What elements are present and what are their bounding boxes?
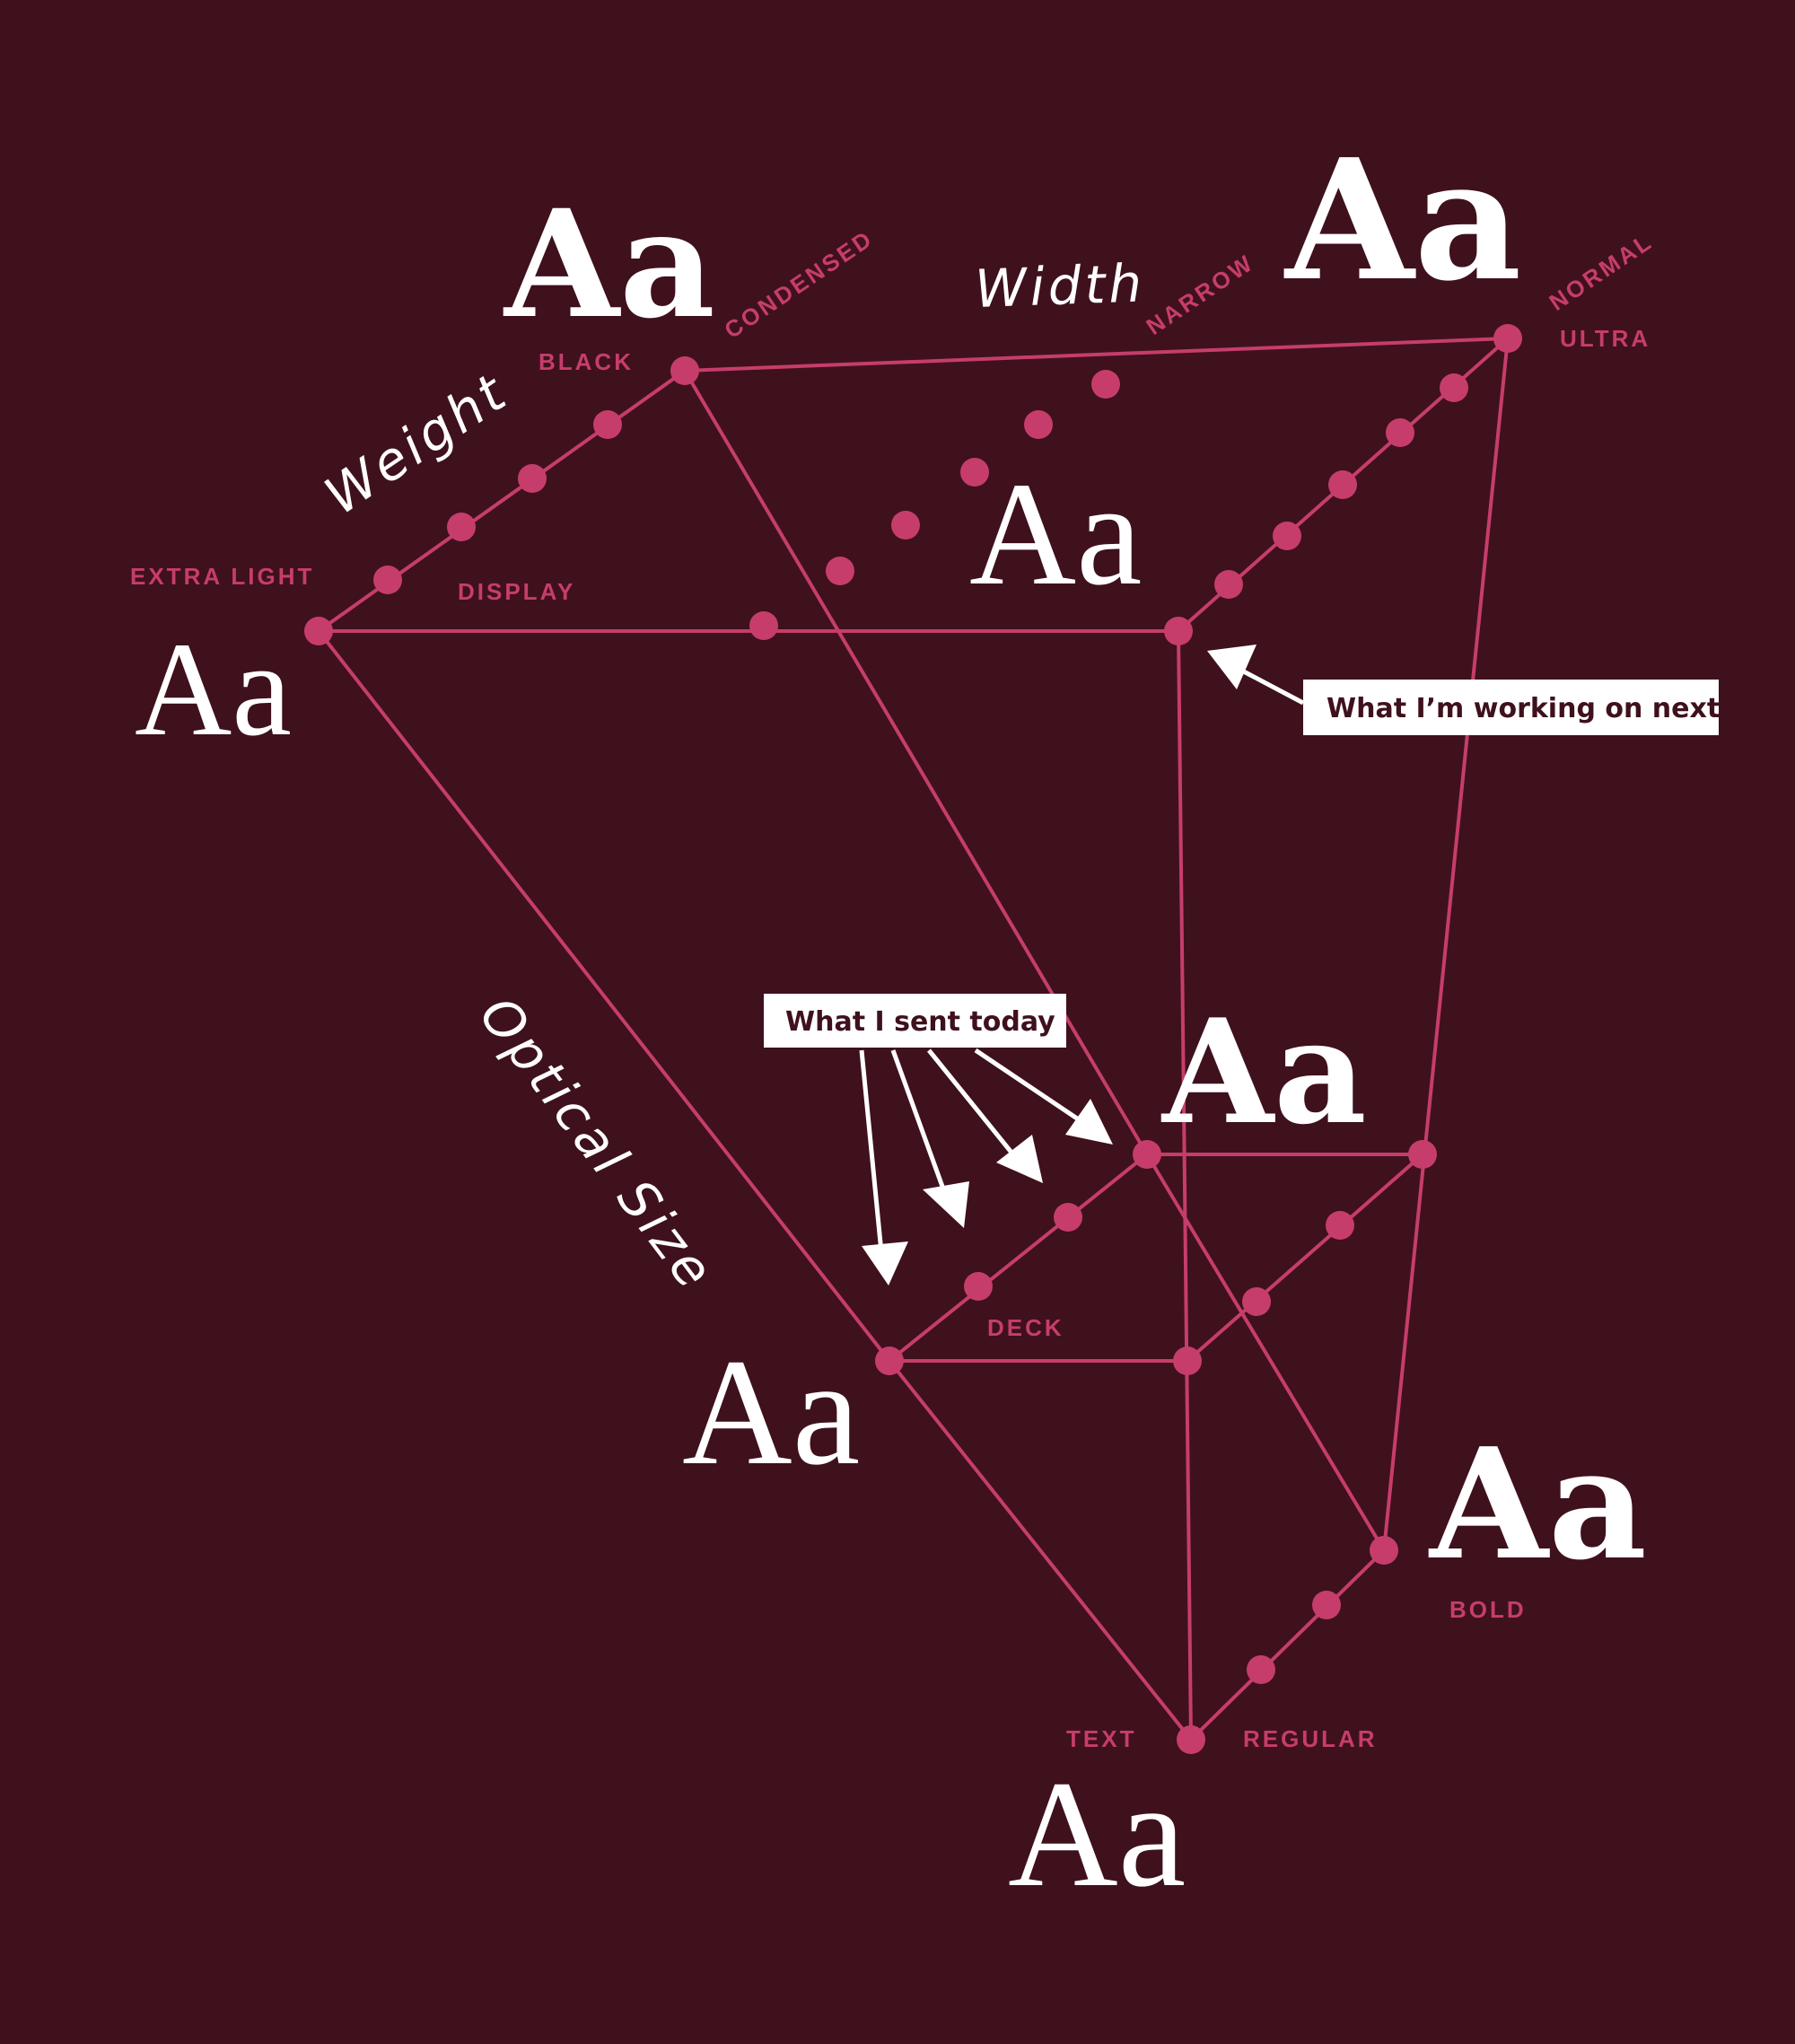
dot-text-w1 bbox=[1247, 1655, 1275, 1684]
callout-working-next-text: What I’m working on next bbox=[1327, 693, 1720, 724]
dot-diag-5 bbox=[1091, 370, 1120, 399]
label-black: BLACK bbox=[538, 348, 634, 375]
specimen-black-ultra: Aa bbox=[1283, 122, 1521, 318]
dot-text-w2 bbox=[1312, 1591, 1341, 1619]
specimen-extra-light: Aa bbox=[135, 615, 292, 764]
dot-deck-black bbox=[1133, 1140, 1161, 1169]
arrow-sent-2 bbox=[890, 1049, 948, 1195]
dot-weight-3 bbox=[518, 464, 547, 493]
dot-deck bbox=[875, 1347, 904, 1375]
arrow-sent-3 bbox=[927, 1048, 1018, 1160]
dot-deck-r1 bbox=[1242, 1287, 1271, 1316]
dot-deck-w2 bbox=[1054, 1203, 1082, 1232]
dot-weight-1 bbox=[373, 566, 402, 594]
callout-sent-today-box bbox=[764, 994, 1066, 1048]
axis-title-width: Width bbox=[974, 252, 1146, 320]
dot-weight-4 bbox=[593, 410, 622, 439]
dot-right-3 bbox=[1328, 470, 1357, 499]
label-extra-light: EXTRA LIGHT bbox=[130, 563, 314, 590]
callout-working-next-box bbox=[1303, 680, 1719, 735]
dot-bold bbox=[1370, 1536, 1398, 1565]
label-ultra: ULTRA bbox=[1560, 325, 1651, 352]
specimen-text: Aa bbox=[1008, 1750, 1186, 1918]
callout-sent-today-text: What I sent today bbox=[785, 1006, 1055, 1038]
edge-extralight-optical bbox=[317, 629, 891, 1363]
dot-deck-r2 bbox=[1326, 1211, 1354, 1240]
edge-deck-weight bbox=[888, 1153, 1149, 1363]
label-condensed: CONDENSED bbox=[720, 224, 879, 344]
instance-dots bbox=[304, 324, 1522, 1754]
arrow-sent-4-head bbox=[1065, 1099, 1113, 1145]
callout-sent-today: What I sent today bbox=[764, 994, 1113, 1285]
label-text: TEXT bbox=[1066, 1725, 1136, 1752]
dot-deck-right bbox=[1173, 1347, 1202, 1375]
label-deck: DECK bbox=[987, 1314, 1064, 1341]
label-normal: NORMAL bbox=[1545, 227, 1658, 316]
dot-diag-3 bbox=[960, 458, 989, 487]
arrow-sent-3-head bbox=[996, 1135, 1043, 1183]
arrow-next-head bbox=[1207, 645, 1256, 689]
dot-display-width bbox=[1164, 617, 1193, 645]
dot-diag-4 bbox=[1024, 410, 1053, 439]
callout-working-next: What I’m working on next bbox=[1207, 645, 1720, 735]
edge-ultra-down bbox=[1382, 338, 1510, 1551]
dot-weight-2 bbox=[447, 513, 476, 541]
label-display: DISPLAY bbox=[458, 578, 575, 605]
cube-edges bbox=[317, 337, 1510, 1741]
specimens: Aa Aa Aa Aa Aa Aa Aa Aa bbox=[135, 122, 1647, 1918]
arrow-sent-4 bbox=[974, 1048, 1090, 1128]
label-narrow: NARROW bbox=[1142, 249, 1259, 340]
axis-title-optical-size: Optical Size bbox=[468, 986, 727, 1303]
specimen-deck-black: Aa bbox=[1160, 987, 1367, 1156]
edge-black-to-deck-black bbox=[683, 369, 1149, 1156]
dot-diag-1 bbox=[826, 557, 854, 585]
specimen-display-wide: Aa bbox=[969, 452, 1142, 616]
dot-ultra bbox=[1493, 324, 1522, 353]
dot-deck-ultra bbox=[1408, 1140, 1437, 1169]
specimen-black-condensed: Aa bbox=[503, 177, 715, 351]
dot-deck-w1 bbox=[964, 1272, 993, 1301]
axis-title-weight: Weight bbox=[314, 361, 519, 527]
edge-deckblack-bold bbox=[1145, 1153, 1386, 1552]
label-regular: REGULAR bbox=[1243, 1725, 1378, 1752]
dot-right-4 bbox=[1386, 418, 1414, 447]
edge-display-width-top bbox=[684, 337, 1509, 373]
arrow-sent-2-head bbox=[923, 1181, 969, 1228]
dot-right-5 bbox=[1440, 373, 1468, 402]
edge-deck-width-right bbox=[1186, 1153, 1424, 1363]
dot-right-2 bbox=[1273, 522, 1301, 550]
edge-deck-text bbox=[888, 1359, 1193, 1741]
specimen-deck: Aa bbox=[682, 1328, 860, 1496]
dot-text bbox=[1177, 1725, 1205, 1754]
arrow-next bbox=[1237, 666, 1305, 706]
arrow-sent-1 bbox=[859, 1049, 884, 1253]
edge-display-mid-down bbox=[1177, 630, 1193, 1741]
dot-display-mid bbox=[749, 611, 778, 640]
label-bold: BOLD bbox=[1449, 1596, 1527, 1623]
dot-right-1 bbox=[1214, 570, 1243, 599]
arrow-sent-1-head bbox=[862, 1241, 908, 1285]
edge-text-bold bbox=[1189, 1548, 1386, 1741]
dot-extra-light bbox=[304, 617, 333, 645]
dot-diag-2 bbox=[891, 511, 920, 540]
specimen-bold: Aa bbox=[1428, 1415, 1647, 1594]
dot-black bbox=[670, 356, 699, 385]
